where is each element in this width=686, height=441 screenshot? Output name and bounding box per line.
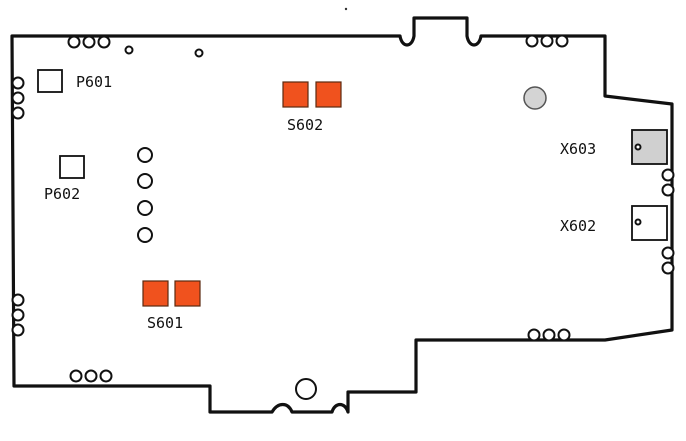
p601-pad [37,69,63,93]
hole-cluster-left-lower [11,293,25,337]
hole-cluster-top-left [67,35,204,58]
s602-switch [282,81,342,108]
s601-label: S601 [147,314,183,332]
hole-column-center [137,147,153,243]
hole-cluster-bottom-left [69,369,113,383]
x602-label: X602 [560,217,596,235]
x602-pin [634,218,642,226]
s602-pad-right [315,81,342,108]
hole-cluster-right-lower [661,246,675,275]
s602-pad-left [282,81,309,108]
p602-label: P602 [44,185,80,203]
board-outline [10,16,674,414]
s602-label: S602 [287,116,323,134]
s601-pad-left [142,280,169,307]
s601-switch [142,280,201,307]
s601-pad-right [174,280,201,307]
x603-label: X603 [560,140,596,158]
mounting-hole-bottom [295,378,317,400]
hole-cluster-left-upper [11,76,25,120]
hole-cluster-top-right [525,34,569,48]
x603-pin [634,143,642,151]
stray-mark [344,7,348,11]
hole-cluster-bottom-right [527,328,571,342]
p602-pad [59,155,85,179]
mounting-hole-filled [523,86,547,110]
hole-cluster-right-upper [661,168,675,197]
p601-label: P601 [76,73,112,91]
